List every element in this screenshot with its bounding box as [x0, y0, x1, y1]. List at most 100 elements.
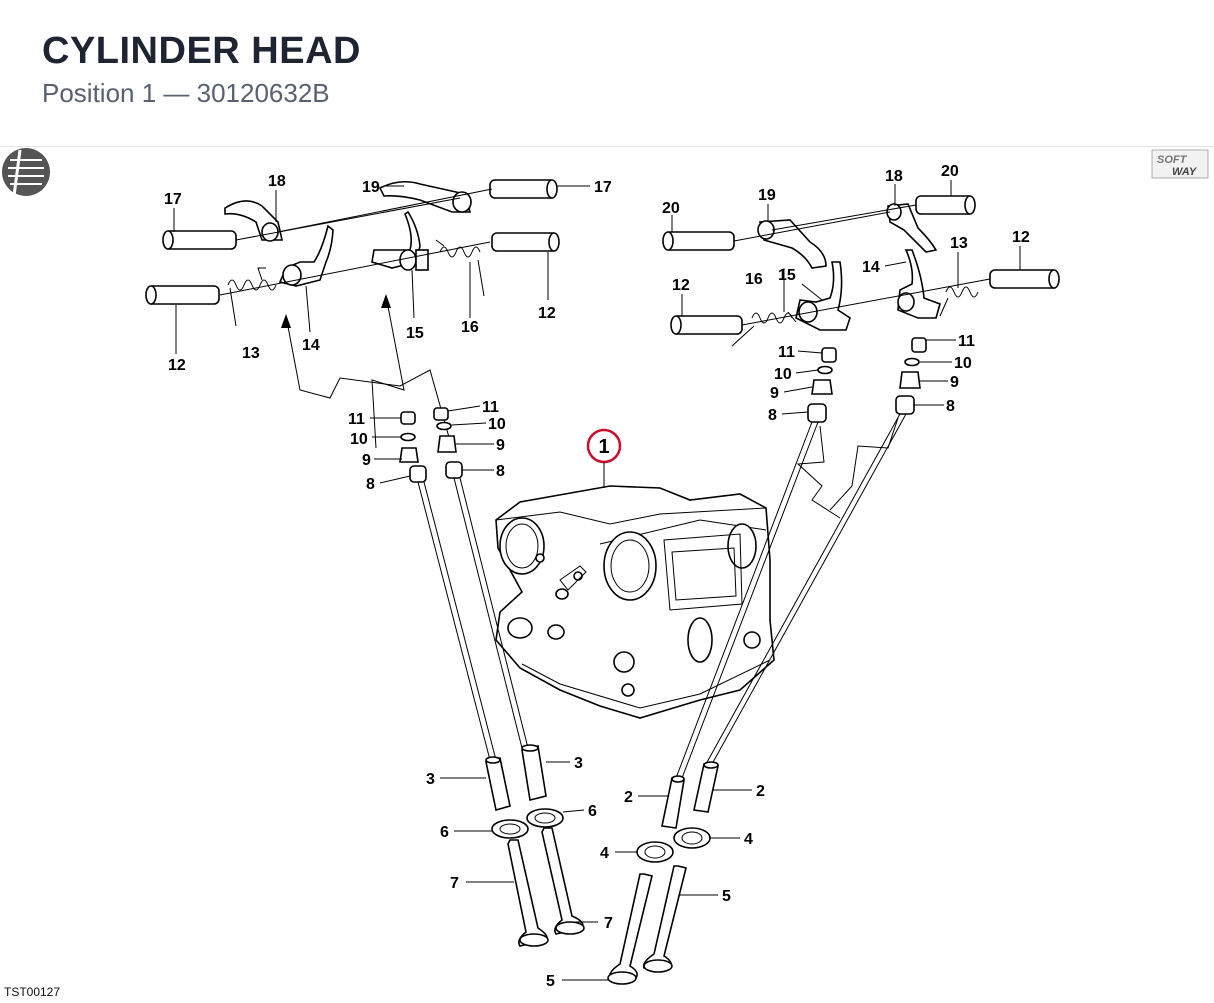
label-12: 12	[1012, 229, 1030, 246]
label-2: 2	[756, 783, 765, 800]
part-labels: 17 18 19 17 12 13 14 15 16 12 20 19 18 2…	[164, 163, 1030, 990]
label-9: 9	[770, 385, 779, 402]
label-16: 16	[461, 319, 479, 336]
label-4: 4	[600, 845, 609, 862]
label-12: 12	[168, 357, 186, 374]
label-8: 8	[946, 398, 955, 415]
drawing-code: TST00127	[4, 985, 61, 999]
valve-guide-2b[interactable]	[693, 761, 719, 813]
label-8: 8	[366, 476, 375, 493]
label-15: 15	[406, 325, 424, 342]
label-8: 8	[496, 463, 505, 480]
seal-ring-6a[interactable]	[491, 819, 529, 839]
ring-10b[interactable]	[436, 421, 452, 431]
header-divider	[0, 146, 1214, 147]
cap-11a[interactable]	[400, 411, 416, 425]
shaft-pin-17a[interactable]	[162, 230, 237, 250]
cap-11c[interactable]	[821, 347, 837, 363]
cotter-9c[interactable]	[811, 379, 833, 395]
seal-ring-4b[interactable]	[673, 827, 711, 849]
label-3: 3	[574, 755, 583, 772]
label-8: 8	[768, 407, 777, 424]
valve-5b[interactable]	[642, 865, 687, 973]
ring-10d[interactable]	[904, 357, 920, 367]
label-12: 12	[538, 305, 556, 322]
page-title: CYLINDER HEAD	[42, 30, 361, 72]
rocker-arm-18b[interactable]	[886, 203, 938, 253]
label-11: 11	[482, 399, 499, 416]
label-10: 10	[954, 355, 972, 372]
cylinder-head[interactable]	[495, 485, 775, 719]
shaft-pin-17b[interactable]	[489, 179, 558, 199]
ring-10c[interactable]	[817, 365, 833, 375]
label-14: 14	[862, 259, 880, 276]
spring-16a[interactable]	[435, 239, 485, 297]
valve-keeper-set-right-a	[807, 347, 837, 423]
label-3: 3	[426, 771, 435, 788]
label-15: 15	[778, 267, 796, 284]
cotter-9b[interactable]	[437, 435, 457, 453]
callout-1[interactable]: 1	[586, 428, 622, 488]
label-9: 9	[496, 437, 505, 454]
valve-7b[interactable]	[541, 827, 585, 935]
spring-13a[interactable]	[227, 267, 277, 327]
logo-text-bottom: WAY	[1172, 166, 1198, 178]
cap-11b[interactable]	[433, 407, 449, 421]
label-6: 6	[440, 824, 449, 841]
label-17: 17	[594, 179, 612, 196]
label-13: 13	[950, 235, 968, 252]
spring-13b[interactable]	[939, 286, 979, 317]
shaft-pin-20a[interactable]	[662, 231, 735, 251]
label-6: 6	[588, 803, 597, 820]
shaft-pin-12c[interactable]	[670, 315, 743, 335]
rocker-arm-19b[interactable]	[757, 219, 827, 269]
right-rocker-assembly	[662, 195, 1060, 519]
callout-1-number: 1	[598, 436, 609, 458]
cotter-9a[interactable]	[399, 447, 419, 463]
rocker-arm-14b[interactable]	[897, 249, 941, 319]
shaft-pin-12b[interactable]	[491, 232, 560, 252]
label-11: 11	[958, 333, 975, 350]
label-2: 2	[624, 789, 633, 806]
valve-guide-3b[interactable]	[521, 744, 547, 801]
rocker-arm-14a[interactable]	[278, 224, 334, 287]
cap-11d[interactable]	[911, 337, 927, 353]
ring-10a[interactable]	[400, 432, 416, 442]
rocker-arm-15a[interactable]	[371, 210, 429, 271]
cotter-9d[interactable]	[899, 371, 921, 389]
seal-ring-6b[interactable]	[526, 808, 564, 828]
retainer-8c[interactable]	[807, 403, 827, 423]
spring-16b[interactable]	[731, 311, 797, 347]
leader-lines	[173, 180, 1021, 981]
shaft-pin-12d[interactable]	[989, 269, 1060, 289]
shaft-pin-12a[interactable]	[145, 285, 220, 305]
retainer-8d[interactable]	[895, 395, 915, 415]
label-12: 12	[672, 277, 690, 294]
valve-keeper-set-left-b	[433, 407, 463, 479]
rocker-arm-15b[interactable]	[795, 261, 851, 331]
label-18: 18	[268, 173, 286, 190]
label-11: 11	[778, 344, 795, 361]
label-10: 10	[774, 366, 792, 383]
softway-logo: SOFT WAY	[1151, 149, 1209, 179]
label-10: 10	[488, 416, 506, 433]
rocker-arm-19a[interactable]	[378, 180, 472, 213]
label-20: 20	[941, 163, 959, 180]
valve-7a[interactable]	[507, 839, 549, 947]
shaft-pin-20b[interactable]	[915, 195, 976, 215]
retainer-8b[interactable]	[445, 461, 463, 479]
retainer-8a[interactable]	[409, 465, 427, 483]
valve-guide-2a[interactable]	[661, 775, 685, 829]
label-19: 19	[362, 179, 380, 196]
seal-ring-4a[interactable]	[636, 841, 674, 863]
label-16: 16	[745, 271, 763, 288]
left-rocker-assembly	[145, 179, 560, 449]
valve-guide-3a[interactable]	[485, 756, 511, 812]
label-9: 9	[362, 452, 371, 469]
label-14: 14	[302, 337, 320, 354]
valve-keeper-set-left-a	[399, 411, 427, 483]
valve-5a[interactable]	[607, 873, 653, 985]
left-corner-logo	[2, 148, 50, 197]
label-5: 5	[722, 888, 731, 905]
